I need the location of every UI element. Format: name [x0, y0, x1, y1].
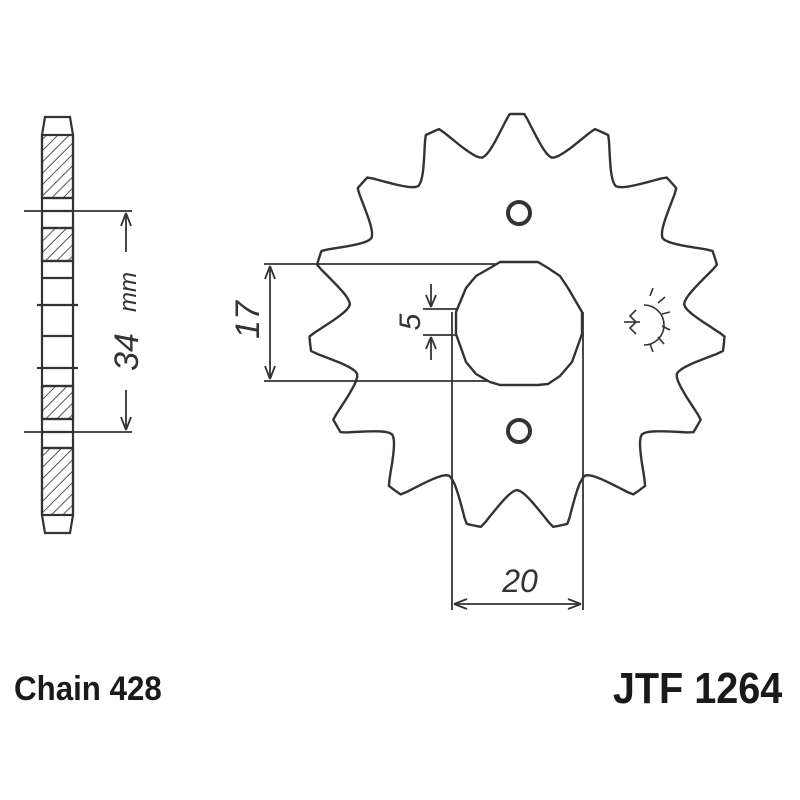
dimension-34mm [24, 210, 132, 433]
bolt-hole-icon [506, 418, 532, 444]
sun-logo-icon [624, 287, 671, 353]
dimension-17 [264, 263, 500, 382]
dimension-17-value: 17 [229, 300, 267, 339]
side-profile [37, 115, 78, 535]
bolt-hole-icon [506, 200, 532, 226]
chain-label: Chain 428 [14, 670, 162, 708]
part-number: JTF 1264 [612, 664, 782, 713]
dimension-5-value: 5 [394, 313, 427, 330]
hatch-block-bottom [40, 446, 75, 517]
hatch-block-upper [40, 226, 75, 263]
dimension-34-value: 34 [108, 333, 146, 371]
spline-bore [454, 260, 584, 387]
dimension-20 [451, 312, 584, 610]
dimension-34-unit: mm [115, 272, 142, 312]
dimension-20-value: 20 [501, 563, 538, 599]
hatch-block-top [40, 133, 75, 200]
hatch-block-lower [40, 384, 75, 421]
